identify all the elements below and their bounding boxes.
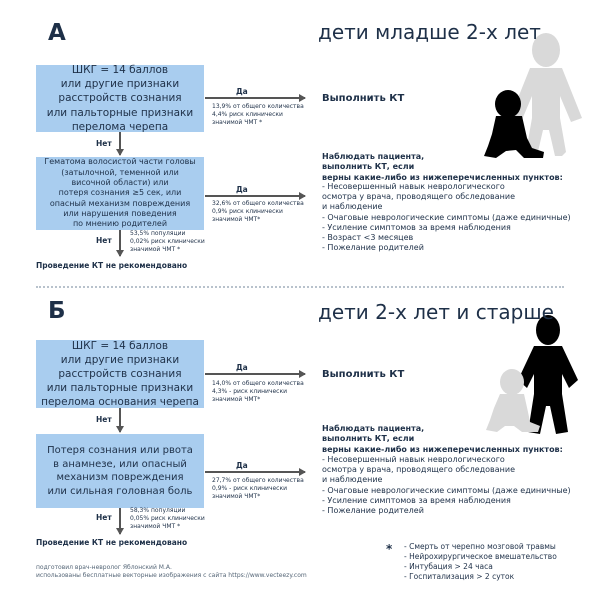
section-b-perform-ct: Выполнить КТ	[322, 369, 405, 380]
sitting-toddler-dark-silhouette-icon	[484, 90, 544, 158]
list-item: - Несовершенный навык неврологического о…	[322, 182, 516, 212]
standing-child-light-silhouette-icon	[510, 33, 582, 156]
list-item: - Пожелание родителей	[322, 243, 424, 253]
list-item: - Пожелание родителей	[322, 506, 424, 516]
section-b-yes2-stats: 27,7% от общего количества 0,9% - риск к…	[212, 477, 304, 500]
credits-author: подготовил врач-невролог Яблонский М.А.	[36, 564, 172, 571]
credits-source: использованы бесплатные векторные изобра…	[36, 572, 307, 580]
section-b-yes2-label: Да	[236, 461, 248, 470]
section-a-yes2-label: Да	[236, 185, 248, 194]
section-b-no2-label: Нет	[96, 513, 112, 522]
section-a-no1-label: Нет	[96, 139, 112, 148]
section-a-yes1-label: Да	[236, 87, 248, 96]
section-b-no1-label: Нет	[96, 415, 112, 424]
section-b-observe-title: Наблюдать пациента, выполнить КТ, если в…	[322, 424, 563, 454]
list-item: - Возраст <3 месяцев	[322, 233, 414, 243]
footnote-asterisk: *	[386, 542, 393, 556]
credits: подготовил врач-невролог Яблонский М.А. …	[36, 564, 356, 581]
list-item: - Очаговые неврологические симптомы (даж…	[322, 212, 571, 222]
section-b-observe-list: - Несовершенный навык неврологического о…	[322, 455, 582, 516]
list-item: - Несовершенный навык неврологического о…	[322, 455, 516, 485]
standing-child-dark-silhouette-icon	[518, 315, 578, 434]
section-a-perform-ct: Выполнить КТ	[322, 93, 405, 104]
sitting-toddler-light-silhouette-icon	[486, 369, 540, 432]
section-a-no2-label: Нет	[96, 236, 112, 245]
section-a-observe-title: Наблюдать пациента, выполнить КТ, если в…	[322, 152, 563, 182]
section-a-observe-list: - Несовершенный навык неврологического о…	[322, 182, 582, 254]
section-divider	[36, 286, 564, 288]
section-a-box-gcs: ШКГ = 14 баллов или другие признаки расс…	[36, 64, 204, 133]
section-b-title: дети 2-х лет и старше	[318, 300, 554, 324]
list-item: - Интубация > 24 часа	[404, 562, 493, 572]
list-item: - Госпитализация > 2 суток	[404, 572, 515, 582]
section-b-yes1-stats: 14,0% от общего количества 4,3% - риск к…	[212, 380, 304, 403]
list-item: - Усиление симптомов за время наблюдения	[322, 222, 511, 232]
section-a-no2-stats: 53,5% популяции 0,02% риск клинически зн…	[130, 230, 205, 253]
section-a-yes1-stats: 13,9% от общего количества 4,4% риск кли…	[212, 103, 304, 126]
list-item: - Смерть от черепно мозговой травмы	[404, 542, 556, 551]
section-b-yes1-label: Да	[236, 363, 248, 372]
section-b-box-loc: Потеря сознания или рвота в анамнезе, ил…	[36, 434, 204, 508]
section-b-ct-not-recommended: Проведение КТ не рекомендовано	[36, 538, 188, 547]
section-a-ct-not-recommended: Проведение КТ не рекомендовано	[36, 261, 188, 270]
section-a-yes2-stats: 32,6% от общего количества 0,9% риск кли…	[212, 200, 304, 223]
section-a-letter: A	[48, 20, 66, 46]
section-b-letter: Б	[48, 298, 66, 324]
list-item: - Очаговые неврологические симптомы (даж…	[322, 485, 571, 495]
footnote-list: - Смерть от черепно мозговой травмы - Не…	[404, 542, 594, 583]
section-a-title: дети младше 2-х лет	[318, 20, 541, 44]
list-item: - Нейрохирургическое вмешательство	[404, 552, 557, 562]
section-b-box-gcs: ШКГ = 14 баллов или другие признаки расс…	[36, 340, 204, 408]
section-b-no2-stats: 58,3% популяции 0,05% риск клинически зн…	[130, 507, 205, 530]
list-item: - Усиление симптомов за время наблюдения	[322, 495, 511, 505]
section-a-box-hematoma: Гематома волосистой части головы (затыло…	[36, 157, 204, 230]
